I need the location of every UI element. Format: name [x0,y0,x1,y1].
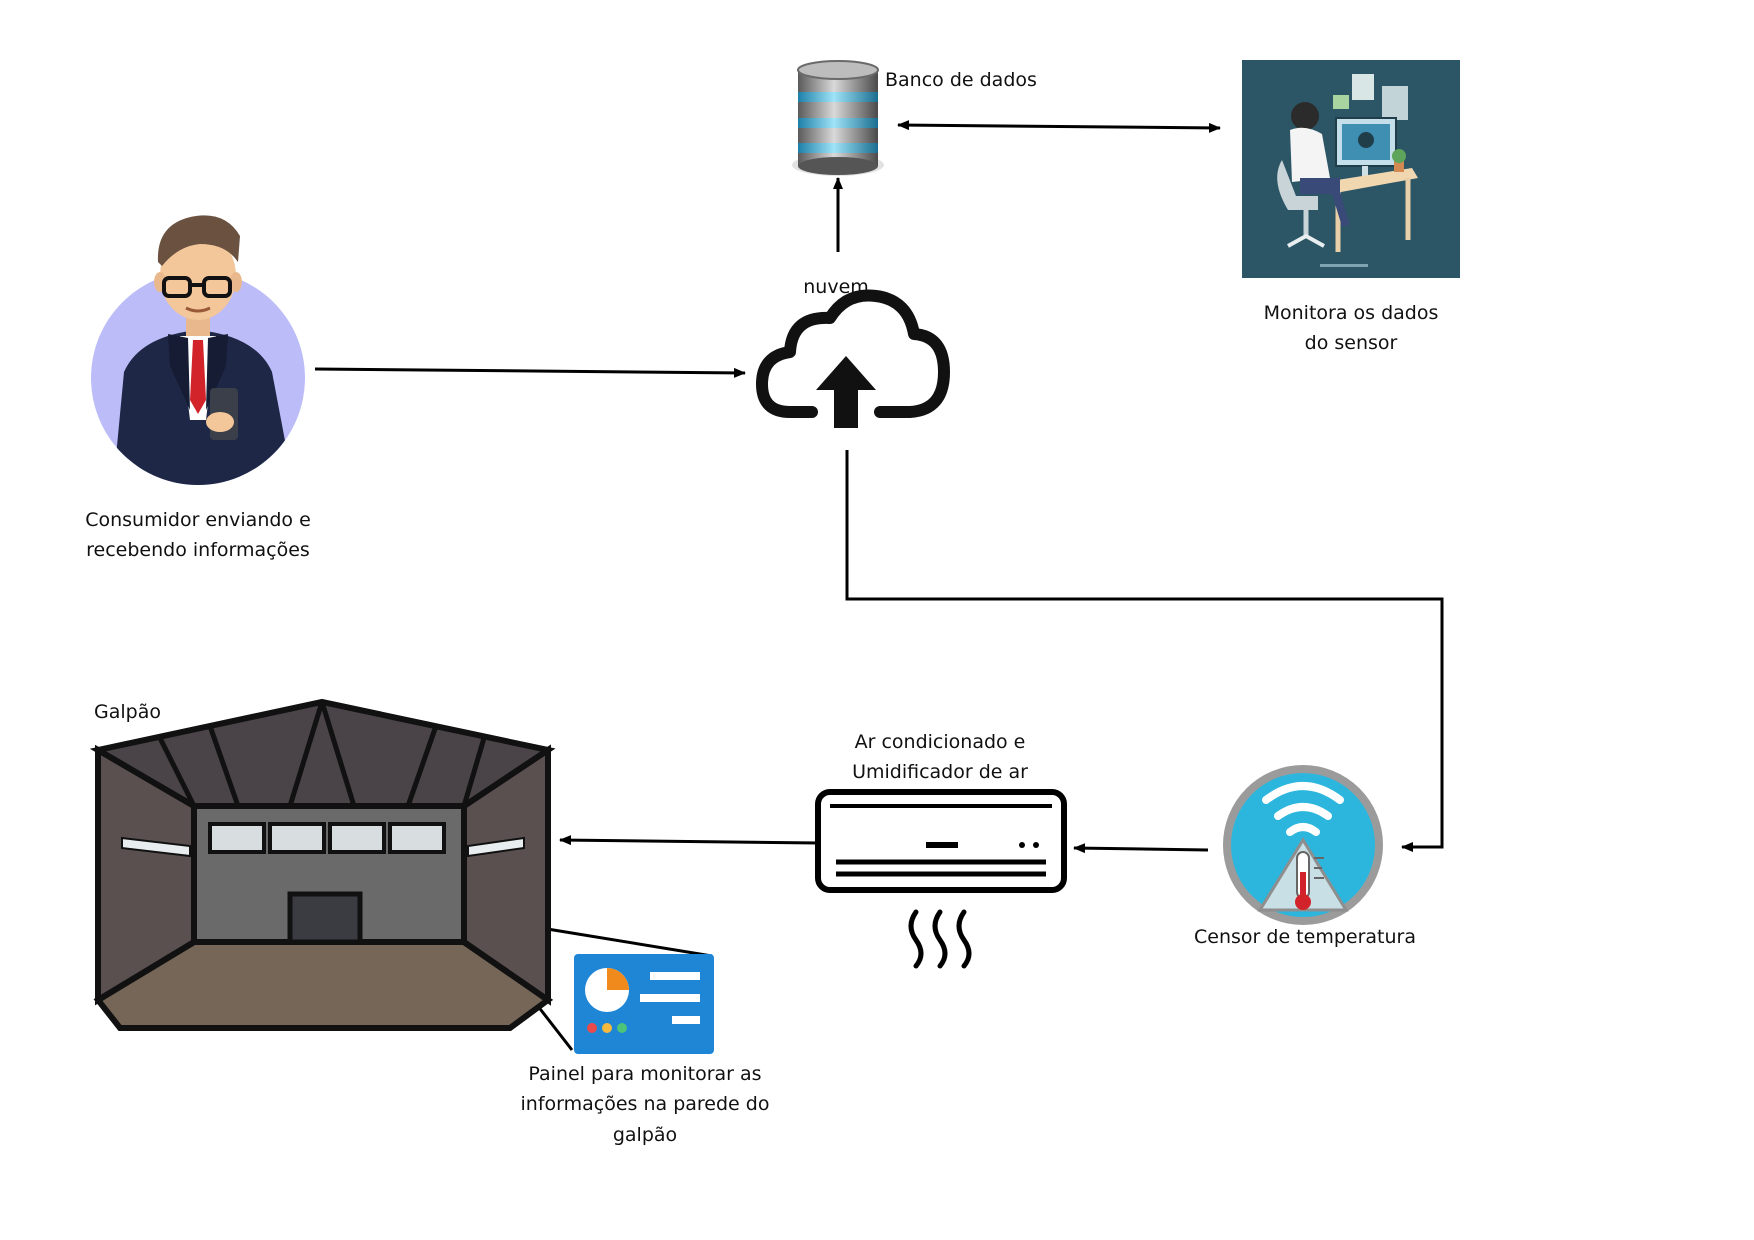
connector-cloud-to-sensor [845,450,1444,852]
air-conditioner-icon [815,789,1067,969]
connector-consumer-to-cloud [314,367,746,378]
cloud-upload-icon [756,289,950,428]
warehouse-label: Galpão [94,701,161,723]
person-at-computer-illustration [1242,60,1460,278]
panel-label-line3: galpão [612,1124,678,1146]
monitor-label-line2: do sensor [1304,332,1398,354]
cloud-label: nuvem [803,276,869,298]
consumer-label-line1: Consumidor enviando e [85,509,311,531]
consumer-label-line2: recebendo informações [86,539,310,561]
ac-label-line1: Ar condicionado e [854,731,1026,753]
dashboard-panel-icon [574,954,714,1054]
connector-ac-to-warehouse [559,835,819,846]
connector-sensor-to-ac [1073,843,1209,854]
warehouse-icon [89,698,556,1031]
panel-label-line1: Painel para monitorar as [528,1063,762,1085]
database-label: Banco de dados [885,69,1037,91]
wifi-thermometer-icon [1223,765,1383,925]
monitor-label-line1: Monitora os dados [1263,302,1439,324]
ac-label-line2: Umidificador de ar [852,761,1028,783]
database-icon [792,60,884,176]
businessman-with-phone-icon [91,215,305,485]
sensor-label: Censor de temperatura [1194,926,1416,948]
panel-label-line2: informações na parede do [520,1093,770,1115]
connector-database-monitor [897,120,1221,133]
